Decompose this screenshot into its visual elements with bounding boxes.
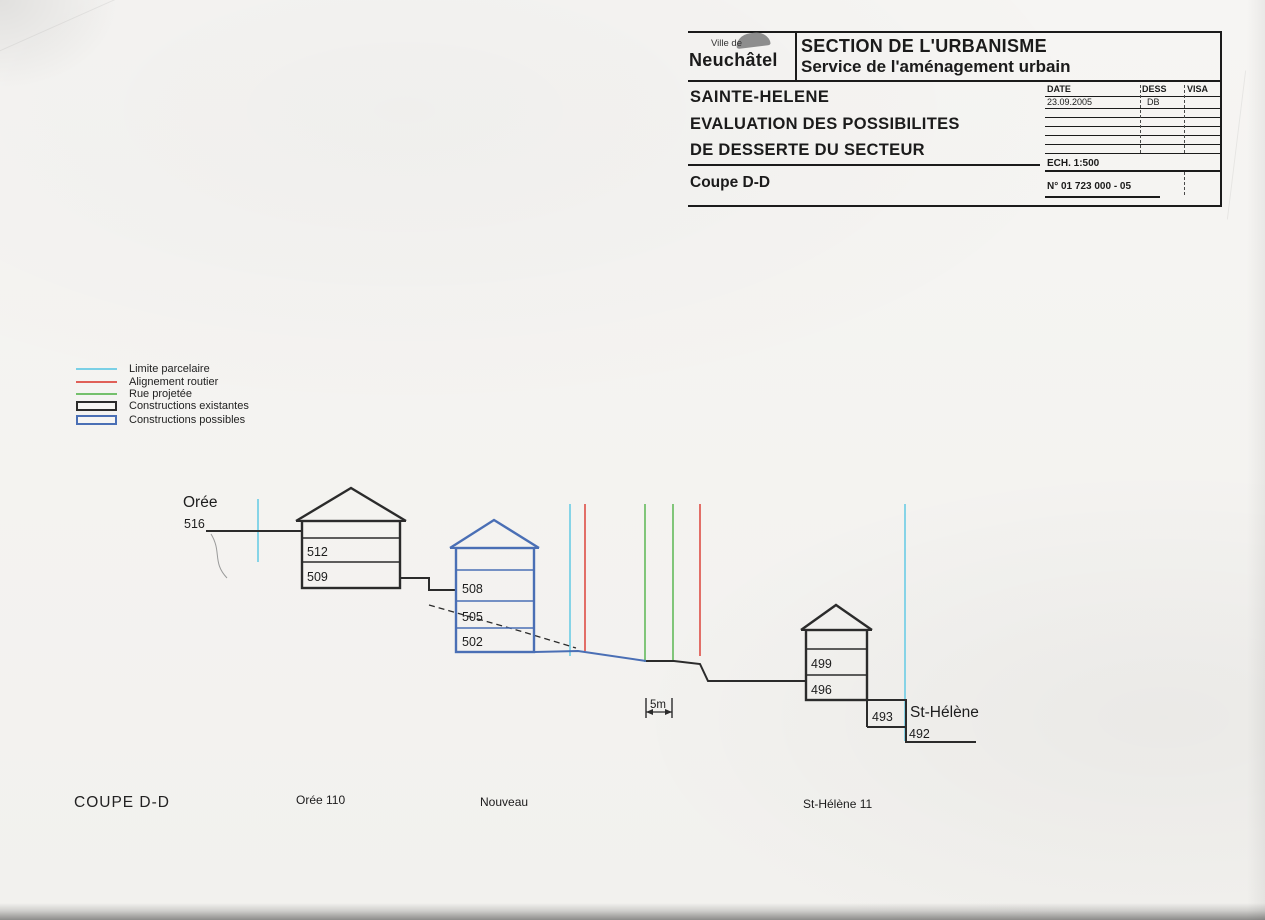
project-subtitle-1: EVALUATION DES POSSIBILITES [690, 115, 960, 133]
col-header-dess: DESS [1142, 84, 1167, 94]
oree-floor-label-2: 509 [307, 570, 328, 584]
legend-label: Rue projetée [129, 387, 192, 400]
scale-label: ECH. 1:500 [1047, 158, 1100, 169]
legend-item-rue-projetee: Rue projetée [76, 387, 192, 400]
divider [795, 33, 797, 80]
building-nouveau [449, 518, 540, 654]
scale-marker-5m: 5m [645, 698, 673, 718]
drawing-title: Coupe D-D [690, 174, 771, 191]
logo-text-small: Ville de [711, 38, 742, 49]
black-rect-swatch [76, 400, 117, 411]
footer-label-sthelene-11: St-Hélène 11 [803, 797, 873, 811]
left-arrowhead-icon [646, 709, 653, 715]
terrain-lines [206, 530, 976, 743]
rue-projetee-lines [644, 504, 674, 662]
alignement-routier-lines [584, 504, 701, 656]
scan-edge-shadow [1247, 0, 1265, 920]
step-elevation-label-1: 493 [872, 710, 893, 724]
col-header-date: DATE [1047, 84, 1071, 94]
footer-label-nouveau: Nouveau [480, 795, 529, 809]
limite-parcelaire-lines [257, 499, 906, 741]
legend-item-alignement-routier: Alignement routier [76, 375, 218, 388]
date-value: 23.09.2005 [1047, 97, 1093, 107]
plan-number: N° 01 723 000 - 05 [1047, 181, 1132, 192]
divider [1045, 144, 1220, 145]
oree-street-label: Orée [183, 494, 217, 511]
scale-marker-label: 5m [650, 699, 666, 711]
section-title: SECTION DE L'URBANISME [801, 36, 1047, 56]
project-subtitle-2: DE DESSERTE DU SECTEUR [690, 141, 925, 159]
footer-label-oree-110: Orée 110 [296, 793, 346, 807]
divider [1045, 196, 1160, 198]
projected-ground-line [533, 649, 647, 662]
nouveau-floor-label-1: 508 [462, 582, 483, 596]
divider [1045, 117, 1220, 118]
legend-label: Constructions existantes [129, 399, 249, 412]
service-title: Service de l'aménagement urbain [801, 57, 1071, 76]
green-line-swatch [76, 392, 117, 395]
sthelene-floor-label-2: 496 [811, 683, 832, 697]
legend-item-constructions-existantes: Constructions existantes [76, 399, 249, 412]
step-elevation-label-2: 492 [909, 727, 930, 741]
divider [1184, 85, 1185, 153]
sthelene-street-label: St-Hélène [910, 704, 979, 721]
cyan-line-swatch [76, 367, 117, 370]
divider [1140, 85, 1141, 153]
divider [1045, 108, 1220, 109]
divider [688, 164, 1040, 166]
divider [688, 80, 1222, 82]
divider [1045, 153, 1220, 154]
terrain-sketch-line [210, 533, 228, 579]
oree-elevation-label: 516 [184, 517, 205, 531]
building-oree-110 [295, 486, 407, 590]
divider [688, 31, 1222, 33]
oree-floor-label-1: 512 [307, 545, 328, 559]
dess-value: DB [1147, 97, 1160, 107]
legend-label: Alignement routier [129, 375, 219, 388]
right-arrowhead-icon [665, 709, 672, 715]
coupe-title: COUPE D-D [74, 794, 170, 811]
legend-label: Limite parcelaire [129, 362, 210, 375]
nouveau-floor-label-2: 505 [462, 610, 483, 624]
divider [1045, 170, 1220, 172]
col-header-visa: VISA [1187, 84, 1209, 94]
sthelene-floor-label-1: 499 [811, 657, 832, 671]
logo-text-large: Neuchâtel [689, 50, 778, 70]
legend-item-constructions-possibles: Constructions possibles [76, 413, 245, 426]
scan-corner-shadow [0, 0, 120, 90]
divider [1220, 31, 1222, 207]
divider [1045, 126, 1220, 127]
existing-ground-dashed-line [428, 604, 577, 649]
project-title: SAINTE-HELENE [690, 88, 830, 106]
divider [1045, 135, 1220, 136]
divider [1184, 172, 1185, 195]
legend-item-limite-parcelaire: Limite parcelaire [76, 362, 210, 375]
divider [688, 205, 1222, 207]
scan-bottom-shadow [0, 903, 1265, 920]
blue-rect-swatch [76, 414, 117, 425]
legend-label: Constructions possibles [129, 413, 246, 426]
divider [1045, 96, 1220, 97]
building-sthelene-11 [800, 603, 873, 702]
red-line-swatch [76, 380, 117, 383]
nouveau-floor-label-3: 502 [462, 635, 483, 649]
